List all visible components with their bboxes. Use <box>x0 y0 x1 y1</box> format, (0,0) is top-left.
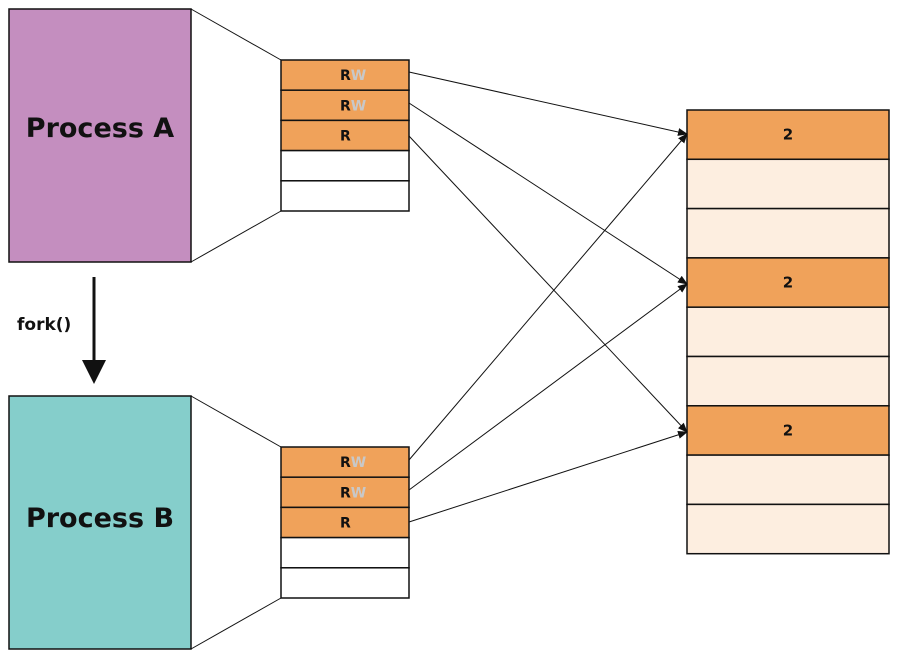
fork-label: fork() <box>17 315 71 335</box>
page-table-a-entry <box>280 149 410 182</box>
page-table-a-entry-perm: R <box>340 129 351 145</box>
page-table-b-entry-perm: RW <box>340 485 366 501</box>
page-table-b-entry <box>280 536 410 569</box>
mapping-arrow-b3 <box>408 430 688 523</box>
process-b-box <box>8 395 192 650</box>
frame-ref-count: 2 <box>783 421 793 439</box>
zoom-line-b-bottom <box>190 597 282 650</box>
page-table-b-entry-perm: RW <box>340 455 366 471</box>
page-table-a-entry-perm: RW <box>340 68 366 84</box>
mapping-arrows <box>408 71 688 523</box>
page-table-b-entry-perm: R <box>340 516 351 532</box>
page-table-a-entry <box>280 180 410 212</box>
process-b: Process B <box>8 395 192 650</box>
physical-frame <box>686 503 890 555</box>
process-b-label: Process B <box>26 503 174 534</box>
process-a-box <box>8 8 192 263</box>
process-a-label: Process A <box>26 113 175 144</box>
physical-memory: 2 2 2 <box>686 109 890 555</box>
zoom-line-a-bottom <box>190 210 282 263</box>
page-table-a-entry <box>280 119 410 152</box>
page-table-b-entry <box>280 476 410 509</box>
mapping-arrow-b2 <box>408 283 688 491</box>
fork-arrow-head <box>82 360 106 384</box>
page-table-a-entry-perm: RW <box>340 98 366 114</box>
physical-frame <box>686 355 890 407</box>
physical-frame-shared <box>686 257 890 308</box>
fork-arrow: fork() <box>17 277 106 384</box>
physical-frame <box>686 454 890 506</box>
mapping-arrow-a3 <box>408 135 688 433</box>
page-table-b: RW RW R <box>280 446 410 599</box>
zoom-line-a-top <box>190 8 282 61</box>
physical-frame <box>686 158 890 210</box>
page-table-a: RW RW R <box>280 59 410 212</box>
mapping-arrow-b1 <box>408 133 688 461</box>
page-table-b-entry <box>280 446 410 478</box>
mapping-arrow-a1 <box>408 71 688 136</box>
process-a: Process A <box>8 8 192 263</box>
page-table-b-entry <box>280 567 410 599</box>
frame-ref-count: 2 <box>783 274 793 292</box>
zoom-line-b-top <box>190 395 282 448</box>
page-table-b-entry <box>280 506 410 539</box>
mapping-arrow-a2 <box>408 102 688 285</box>
physical-frame <box>686 306 890 358</box>
physical-frame-shared <box>686 405 890 456</box>
frame-ref-count: 2 <box>783 126 793 144</box>
physical-frame <box>686 207 890 259</box>
